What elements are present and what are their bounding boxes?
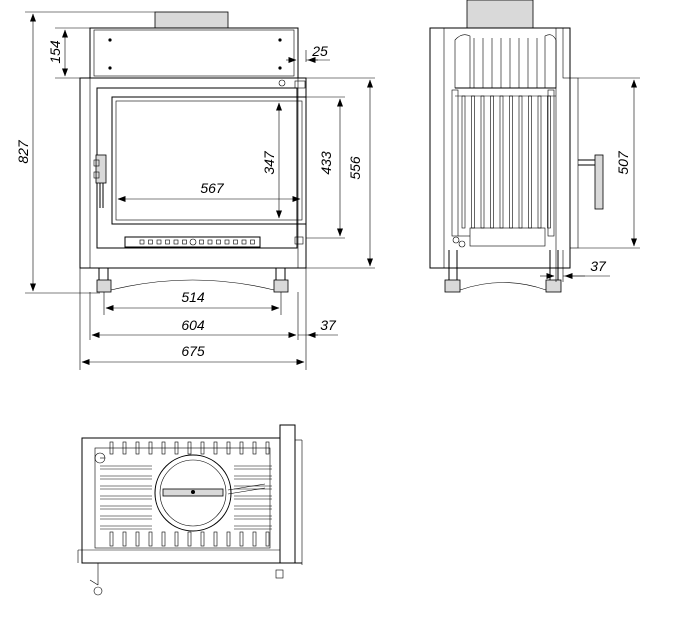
label-37-side: 37 xyxy=(590,258,607,274)
label-675: 675 xyxy=(181,343,205,359)
label-433: 433 xyxy=(318,151,334,175)
top-panel xyxy=(89,27,299,79)
top-view xyxy=(77,424,303,596)
leg-right xyxy=(273,268,289,293)
flue-pipe xyxy=(154,11,229,29)
label-25: 25 xyxy=(311,43,328,59)
side-view: 507 37 xyxy=(429,0,640,293)
label-154: 154 xyxy=(47,40,63,64)
label-567: 567 xyxy=(200,180,225,196)
door-handle-icon[interactable] xyxy=(93,154,107,208)
side-leg-right xyxy=(545,250,562,293)
label-514: 514 xyxy=(181,289,205,305)
label-507: 507 xyxy=(615,150,631,175)
side-leg-left xyxy=(444,250,461,293)
air-vent-bar xyxy=(124,236,261,248)
front-view: 827 154 25 347 433 556 567 514 604 37 67… xyxy=(15,11,375,370)
label-37-front: 37 xyxy=(320,317,337,333)
flue-collar-icon xyxy=(154,454,232,532)
label-347: 347 xyxy=(261,150,277,175)
side-flue-pipe xyxy=(466,0,534,29)
leg-left xyxy=(96,268,112,293)
label-556: 556 xyxy=(347,156,363,180)
top-handle-icon[interactable] xyxy=(89,563,103,596)
label-604: 604 xyxy=(181,317,205,333)
side-handle-icon[interactable] xyxy=(578,154,604,210)
top-front-plate xyxy=(279,424,296,564)
door-glass xyxy=(111,96,307,225)
label-827: 827 xyxy=(15,139,31,164)
